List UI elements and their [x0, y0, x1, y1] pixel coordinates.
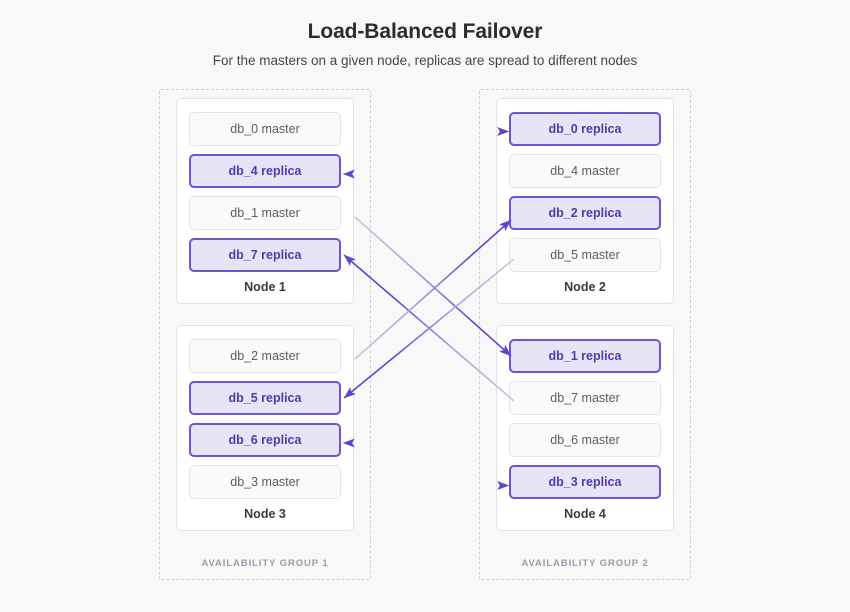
node-label-4: Node 4	[564, 507, 606, 521]
db-box-node3-2[interactable]: db_6 replica	[189, 423, 341, 457]
db-box-node4-2[interactable]: db_6 master	[509, 423, 661, 457]
node-label-2: Node 2	[564, 280, 606, 294]
db-box-node2-2[interactable]: db_2 replica	[509, 196, 661, 230]
db-box-node1-1[interactable]: db_4 replica	[189, 154, 341, 188]
db-box-node2-1[interactable]: db_4 master	[509, 154, 661, 188]
page-title: Load-Balanced Failover	[307, 20, 543, 43]
db-box-node2-3[interactable]: db_5 master	[509, 238, 661, 272]
db-box-node3-0[interactable]: db_2 master	[189, 339, 341, 373]
db-box-node3-1[interactable]: db_5 replica	[189, 381, 341, 415]
db-box-node4-1[interactable]: db_7 master	[509, 381, 661, 415]
db-box-node4-0[interactable]: db_1 replica	[509, 339, 661, 373]
node-card-2[interactable]: db_0 replica db_4 master db_2 replica db…	[496, 98, 674, 304]
availability-group-2-label: AVAILABILITY GROUP 2	[521, 558, 649, 569]
db-box-node2-0[interactable]: db_0 replica	[509, 112, 661, 146]
db-box-node1-2[interactable]: db_1 master	[189, 196, 341, 230]
availability-group-1-label: AVAILABILITY GROUP 1	[201, 558, 329, 569]
diagram-header: Load-Balanced Failover For the masters o…	[0, 20, 850, 68]
node-label-1: Node 1	[244, 280, 286, 294]
db-box-node1-3[interactable]: db_7 replica	[189, 238, 341, 272]
db-box-node4-3[interactable]: db_3 replica	[509, 465, 661, 499]
page-subtitle: For the masters on a given node, replica…	[212, 53, 638, 68]
db-box-node3-3[interactable]: db_3 master	[189, 465, 341, 499]
node-card-4[interactable]: db_1 replica db_7 master db_6 master db_…	[496, 325, 674, 531]
node-label-3: Node 3	[244, 507, 286, 521]
db-box-node1-0[interactable]: db_0 master	[189, 112, 341, 146]
node-card-3[interactable]: db_2 master db_5 replica db_6 replica db…	[176, 325, 354, 531]
node-card-1[interactable]: db_0 master db_4 replica db_1 master db_…	[176, 98, 354, 304]
